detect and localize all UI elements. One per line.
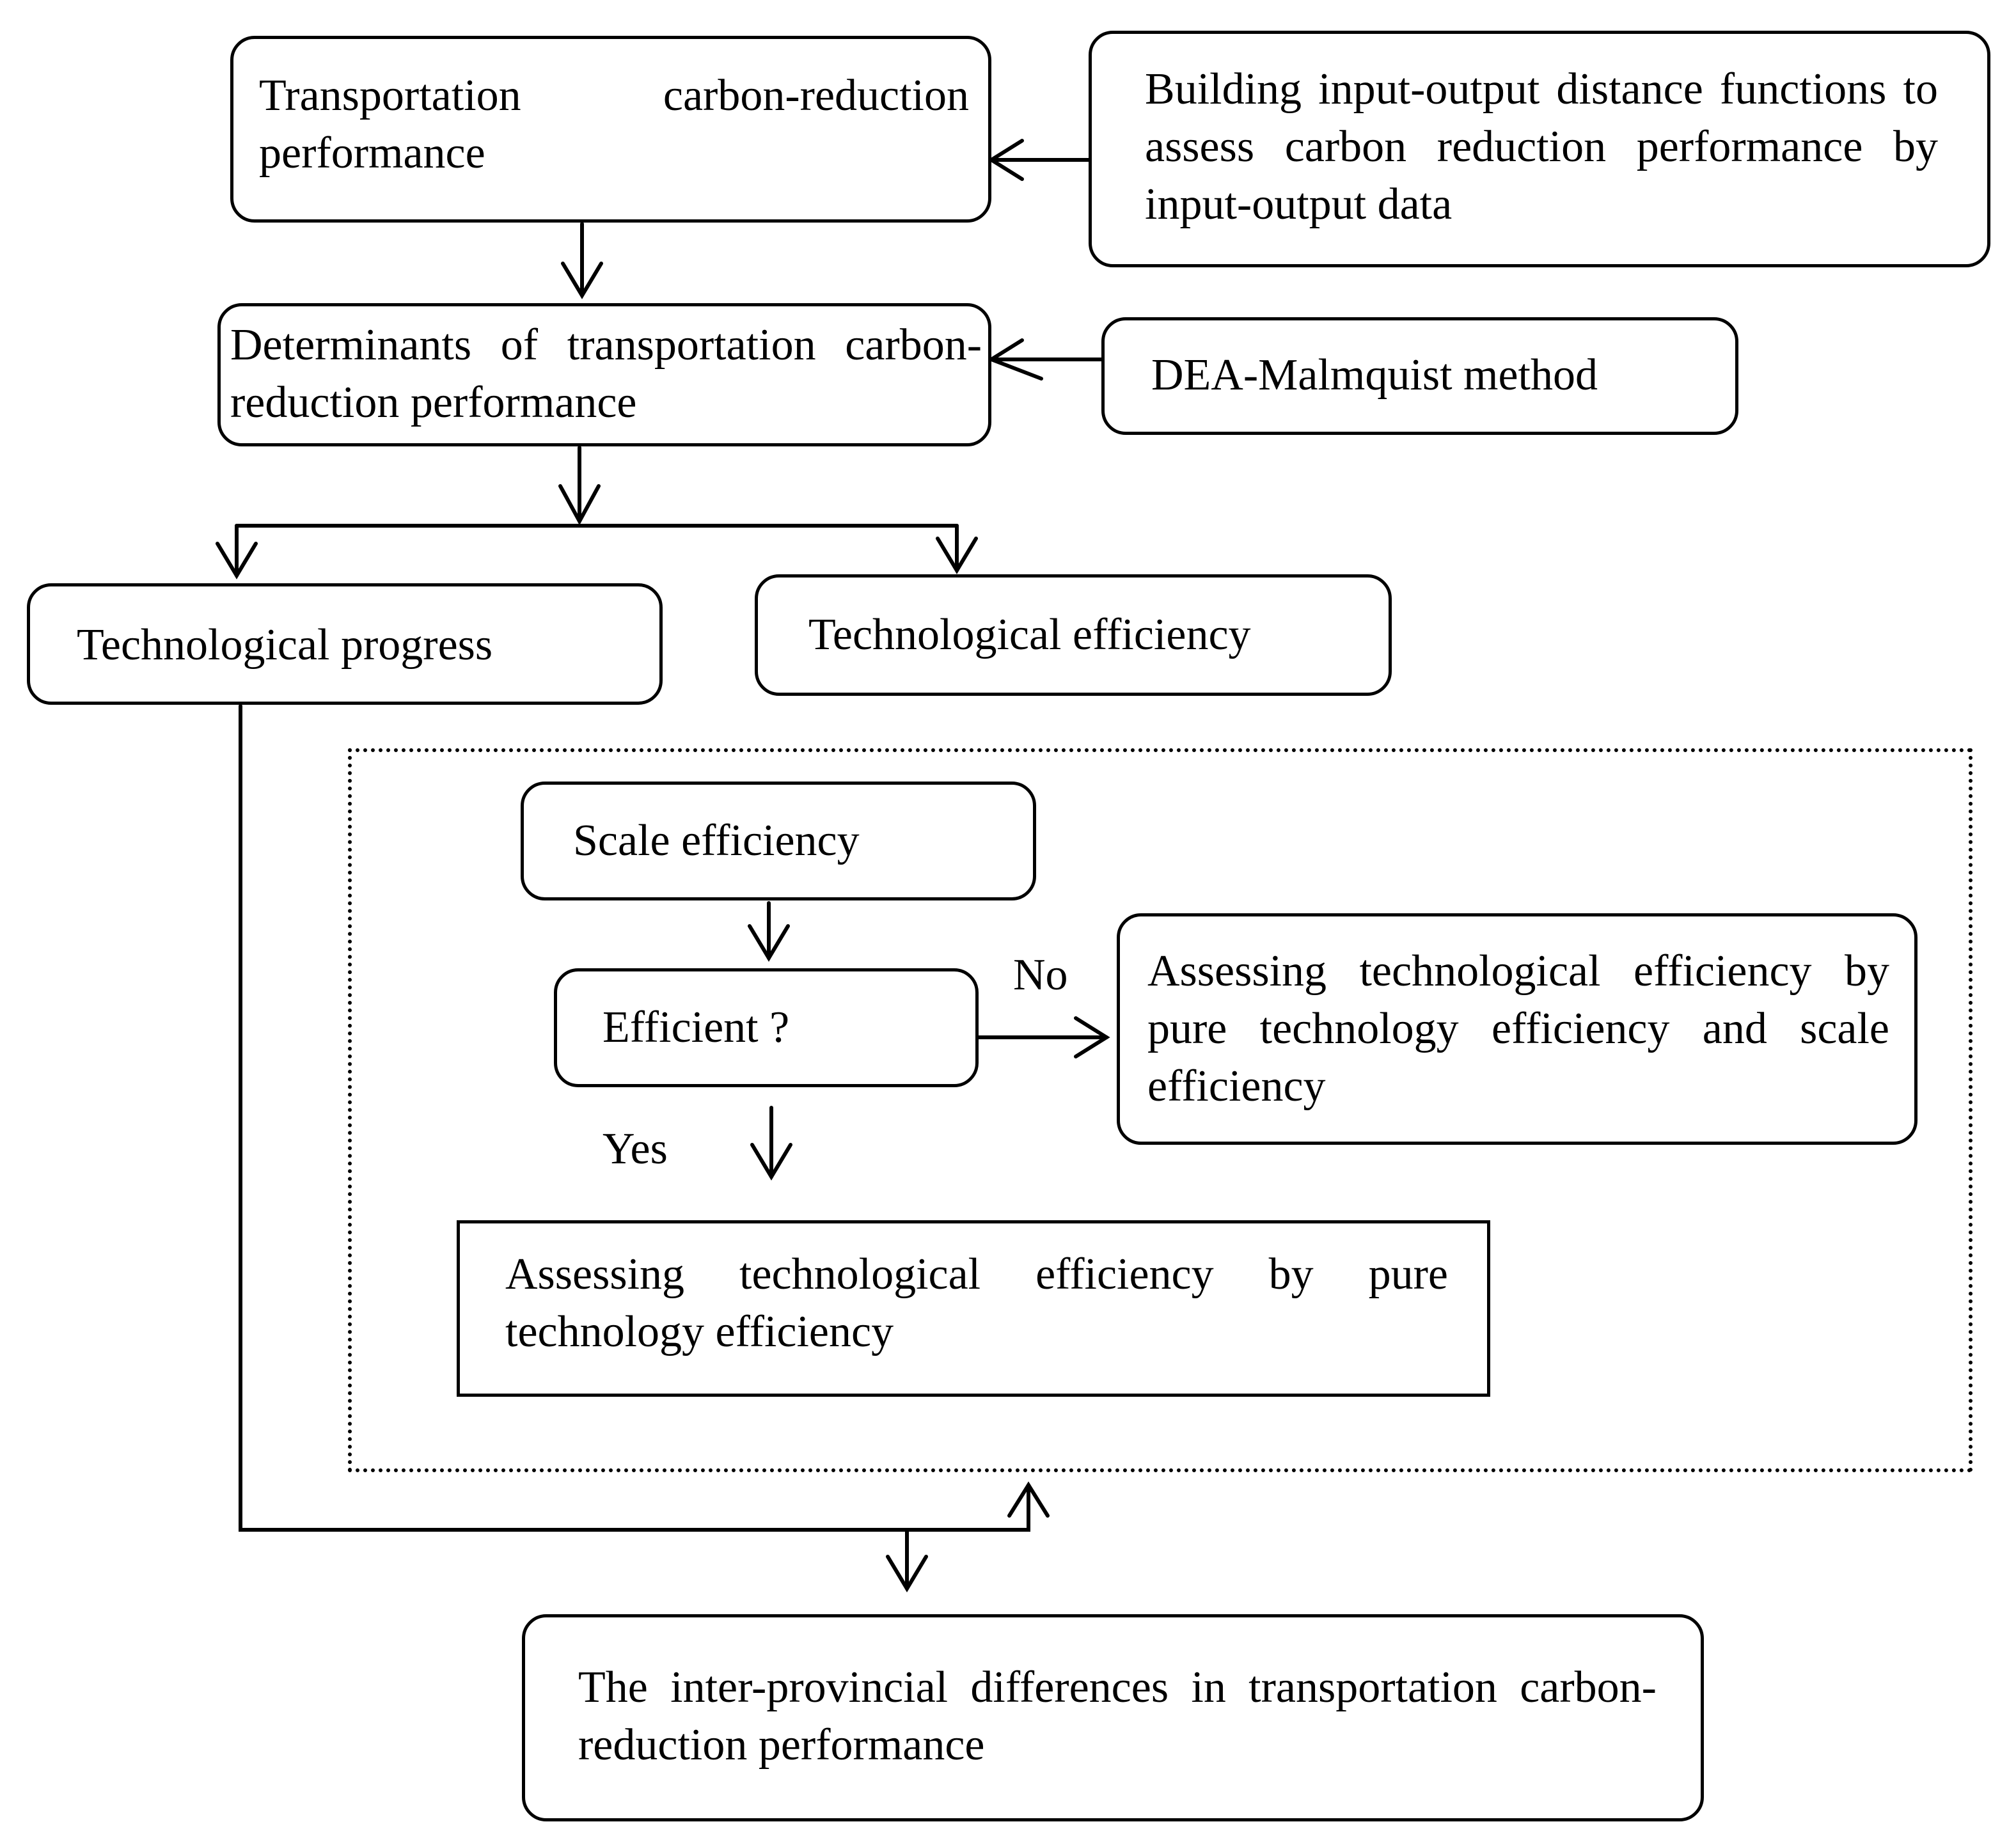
- arrowhead: [561, 262, 603, 299]
- node-assess-pure-and-scale-text: Assessing technological efficiency by pu…: [1147, 947, 1889, 1111]
- node-efficient-decision-text: Efficient ?: [602, 1003, 790, 1052]
- arrowhead: [988, 139, 1024, 181]
- node-technological-progress: [27, 583, 663, 705]
- tech-progress-line: [239, 704, 1030, 1532]
- node-efficient-decision: [554, 968, 979, 1087]
- arrowhead: [1007, 1481, 1050, 1518]
- node-transportation-performance: [230, 36, 991, 223]
- node-determinants: [217, 303, 991, 446]
- node-dea-method-text: DEA-Malmquist method: [1151, 350, 1598, 400]
- node-scale-efficiency-text: Scale efficiency: [573, 816, 860, 865]
- node-distance-functions-text: Building input-output distance functions…: [1145, 65, 1938, 229]
- arrowhead: [216, 542, 258, 579]
- node-determinants-text: Determinants of transportation carbon-re…: [230, 320, 982, 427]
- arrowhead: [558, 484, 601, 526]
- node-distance-functions: [1089, 31, 1990, 267]
- arrowhead: [987, 338, 1043, 381]
- node-technological-efficiency-text: Technological efficiency: [808, 610, 1251, 659]
- node-inter-provincial-differences: [522, 1614, 1704, 1821]
- arrowhead: [936, 537, 978, 574]
- arrowhead: [886, 1555, 928, 1592]
- node-assess-pure-and-scale: [1117, 913, 1918, 1145]
- node-dea-method: [1101, 317, 1738, 435]
- efficiency-detail-group: [348, 748, 1973, 1472]
- edge-label-yes: Yes: [602, 1124, 668, 1174]
- arrowhead: [1074, 1016, 1110, 1058]
- node-scale-efficiency: [521, 782, 1036, 900]
- arrowhead: [750, 1143, 792, 1181]
- node-inter-provincial-differences-text: The inter-provincial differences in tran…: [578, 1663, 1657, 1770]
- node-assess-pure-text: Assessing technological efficiency by pu…: [505, 1250, 1448, 1356]
- edge-label-no: No: [1013, 950, 1068, 1000]
- node-assess-pure: [457, 1220, 1490, 1397]
- node-technological-progress-text: Technological progress: [77, 620, 493, 670]
- node-transportation-performance-text: Transportation carbon-reduction performa…: [259, 71, 969, 178]
- node-technological-efficiency: [755, 574, 1392, 696]
- arrowhead: [748, 924, 790, 962]
